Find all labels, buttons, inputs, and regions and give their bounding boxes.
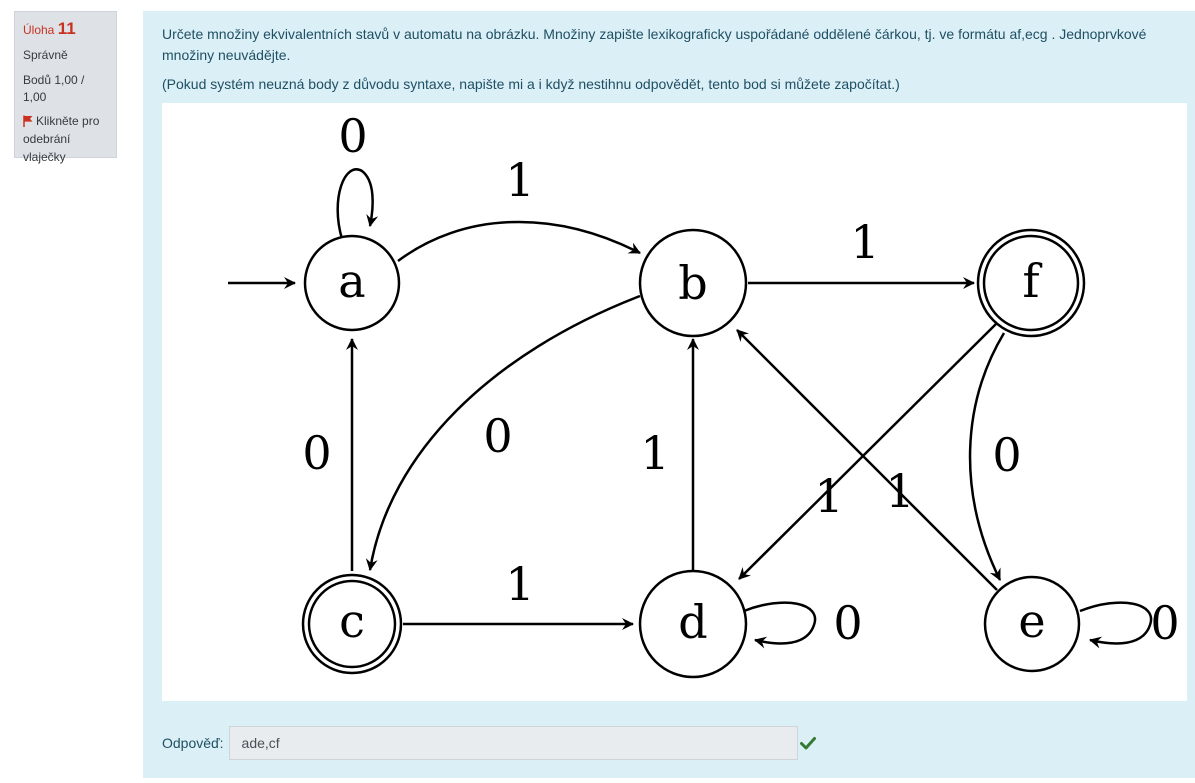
question-note: (Pokud systém neuzná body z důvodu synta… [162,76,900,92]
question-instructions: Určete množiny ekvivalentních stavů v au… [162,26,1147,63]
edge-d-d [743,601,817,649]
state-c-label: c [339,594,365,648]
edge-e-e [1079,601,1153,649]
state-e-label: e [1018,594,1045,648]
question-text: Určete množiny ekvivalentních stavů v au… [162,24,1182,95]
state-b [638,228,748,338]
question-info-panel: Úloha 11 Správně Bodů 1,00 / 1,00 Klikně… [14,11,117,164]
edge-b-c [365,294,641,571]
answer-input[interactable] [228,726,798,760]
edge-label-c-a: 0 [302,426,331,480]
question-number: Úloha 11 [23,19,76,38]
state-c-inner [307,579,397,669]
automaton-svg: a b f c d e 0 1 1 0 0 1 1 0 1 1 0 0 [228,109,1180,679]
state-d-label: d [678,595,707,649]
edge-label-f-e: 0 [992,428,1021,482]
edge-label-a-b: 1 [505,153,534,207]
edge-label-a-a: 0 [338,109,367,163]
edge-a-a [336,168,379,240]
state-d [638,569,748,679]
flag-label: Klikněte pro odebrání vlaječky [23,114,100,164]
state-e [983,575,1081,673]
edge-a-b [397,220,641,263]
state-b-label: b [678,256,707,310]
edge-label-c-d: 1 [505,557,534,611]
remove-flag-link[interactable]: Klikněte pro odebrání vlaječky [23,112,108,166]
answer-row: Odpověď: [162,725,816,761]
edge-label-b-f: 1 [850,215,879,269]
flag-icon [23,115,33,127]
edge-f-d [738,322,998,580]
question-status: Správně [23,48,68,62]
question-score: Bodů 1,00 / 1,00 [23,73,85,104]
edge-label-e-e: 0 [1150,596,1179,650]
automaton-diagram: a b f c d e 0 1 1 0 0 1 1 0 1 1 0 0 [162,103,1187,701]
edge-label-e-b: 1 [885,464,914,518]
edge-f-e [968,332,1006,581]
state-a [303,234,401,332]
state-f-inner [982,234,1080,332]
state-f-label: f [1022,254,1042,308]
edge-label-b-c: 0 [483,409,512,463]
edge-e-b [736,329,998,591]
edge-label-d-b: 1 [640,426,669,480]
edge-label-f-d: 1 [814,469,843,523]
answer-label: Odpověď: [162,735,224,751]
state-a-label: a [338,254,365,308]
question-content: Určete množiny ekvivalentních stavů v au… [143,11,1195,778]
edge-label-d-d: 0 [833,596,862,650]
correct-check-icon [799,737,816,750]
